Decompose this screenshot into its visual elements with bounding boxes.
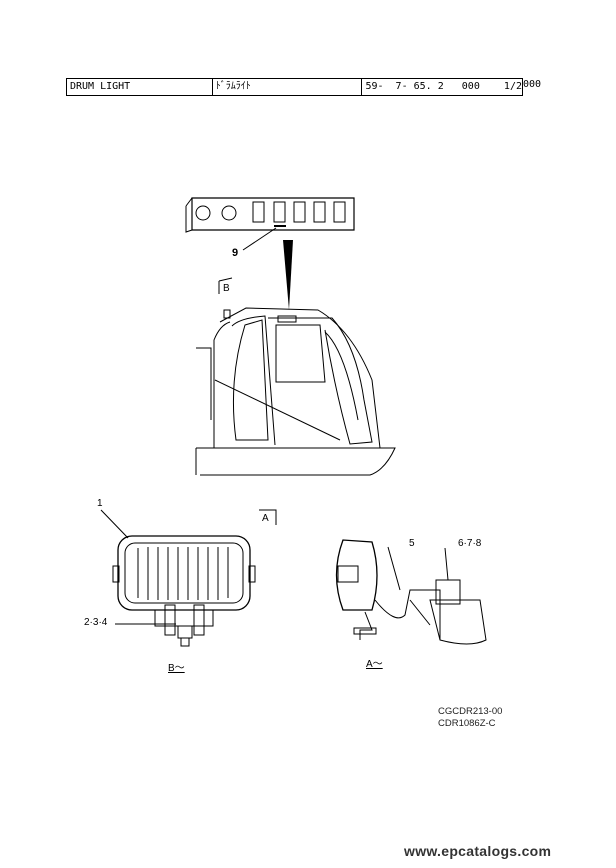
lamp-front-view bbox=[100, 509, 256, 647]
lamp-side-view bbox=[335, 539, 487, 645]
callout-5: 5 bbox=[409, 538, 415, 549]
view-a-label: A～ bbox=[366, 659, 383, 670]
drawing-code-1: CGCDR213-00 bbox=[438, 706, 503, 717]
part-name-en: DRUM LIGHT bbox=[67, 79, 213, 95]
cab-drawing bbox=[195, 307, 396, 476]
part-name-jp: ﾄﾞﾗﾑﾗｲﾄ bbox=[213, 79, 363, 95]
header-suffix: 000 bbox=[523, 79, 542, 90]
header-table: DRUM LIGHT ﾄﾞﾗﾑﾗｲﾄ 59- 7- 65. 2 000 1/2 bbox=[66, 78, 523, 96]
callout-9: 9 bbox=[232, 247, 239, 259]
callout-a: A bbox=[262, 513, 269, 524]
callout-2-3-4: 2·3·4 bbox=[84, 617, 108, 628]
pointer-arrow bbox=[283, 240, 293, 310]
reference-number: 59- 7- 65. 2 000 1/2 bbox=[365, 81, 522, 92]
callout-6-7-8: 6·7·8 bbox=[458, 538, 482, 549]
switch-panel bbox=[185, 197, 355, 251]
callout-1: 1 bbox=[97, 498, 103, 509]
section-mark-a bbox=[259, 509, 277, 525]
callout-b: B bbox=[223, 283, 230, 294]
drawing-code-2: CDR1086Z-C bbox=[438, 718, 496, 729]
watermark: www.epcatalogs.com bbox=[404, 843, 552, 859]
section-mark-b bbox=[218, 277, 233, 294]
view-b-label: B～ bbox=[168, 663, 185, 674]
